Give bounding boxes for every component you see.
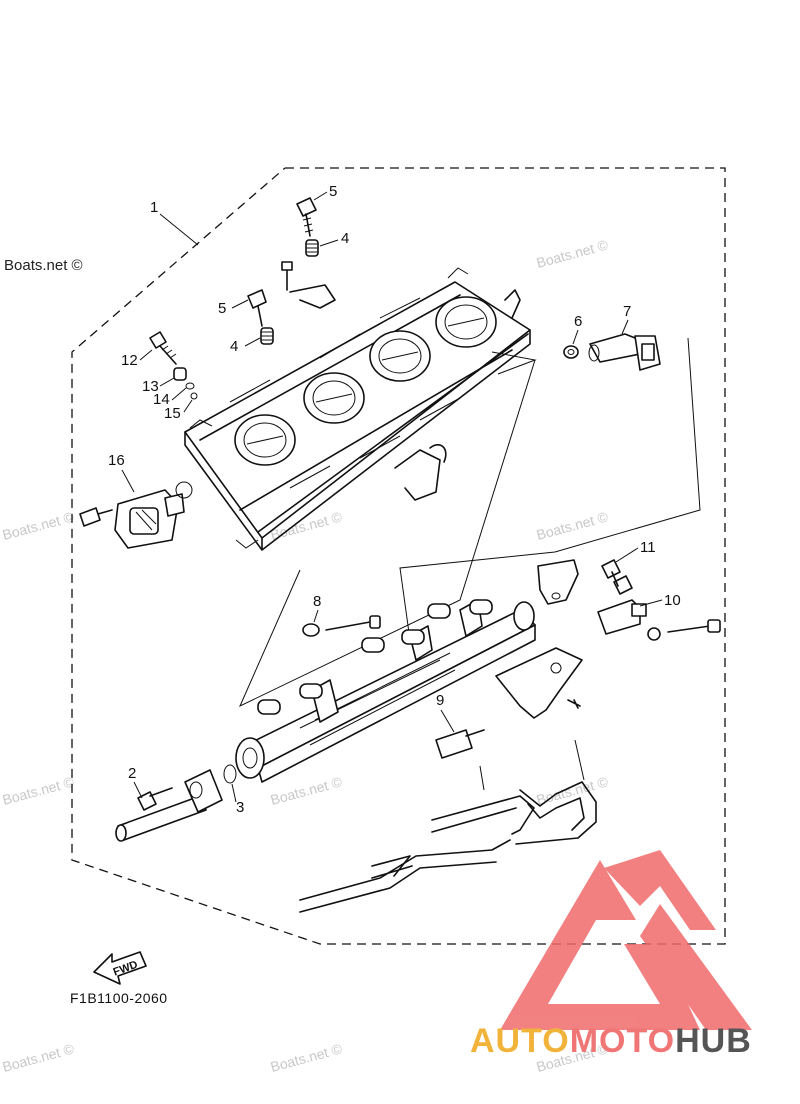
throttle-position-sensor <box>79 481 193 549</box>
brand-moto: MOTO <box>570 1022 675 1060</box>
injector-seals <box>257 599 493 715</box>
callout-5-mid: 5 <box>218 300 226 317</box>
callout-9: 9 <box>436 692 444 709</box>
spring-small <box>173 367 187 381</box>
brand-wordmark: AUTOMOTOHUB <box>470 1022 752 1060</box>
callouts: 1 2 3 4 4 5 5 6 7 8 9 10 11 12 13 14 15 … <box>108 183 681 816</box>
screw-11 <box>601 559 633 595</box>
spring-mid <box>260 327 274 345</box>
screw-mid <box>247 289 267 327</box>
leader-line <box>238 351 537 708</box>
screw-top <box>296 197 317 237</box>
washer-small <box>185 382 195 390</box>
brand-hub: HUB <box>675 1022 752 1060</box>
watermark-boats: Boats.net © <box>535 773 611 808</box>
callout-13: 13 <box>142 378 159 395</box>
fuel-rail <box>235 599 536 783</box>
watermark-boats-left: Boats.net © <box>4 257 83 274</box>
watermark-boats: Boats.net © <box>1 773 77 808</box>
watermarks: Boats.net © Boats.net © Boats.net © Boat… <box>1 236 611 1075</box>
washer-6-hole <box>567 349 575 355</box>
watermark-boats: Boats.net © <box>269 1040 345 1075</box>
callout-2: 2 <box>128 765 136 782</box>
throttle-body <box>184 267 531 551</box>
figure-code: F1B1100-2060 <box>70 990 168 1006</box>
callout-11: 11 <box>640 539 656 556</box>
brand-auto: AUTO <box>470 1022 570 1060</box>
assembly-boundary <box>71 167 726 945</box>
callout-1: 1 <box>150 199 158 216</box>
spring-top <box>305 239 319 257</box>
washer-6 <box>563 345 579 359</box>
mount-bracket <box>495 647 583 719</box>
callout-10: 10 <box>664 592 681 609</box>
small-screw <box>281 261 293 291</box>
leader-line <box>399 337 701 641</box>
callout-14: 14 <box>153 391 170 408</box>
watermark-boats: Boats.net © <box>1 1040 77 1075</box>
fwd-arrow: FWD <box>93 951 147 985</box>
watermark-boats: Boats.net © <box>1 508 77 543</box>
watermark-boats: Boats.net © <box>535 508 611 543</box>
temperature-sensor <box>435 729 485 759</box>
o-ring-3 <box>223 764 237 784</box>
callout-8: 8 <box>313 593 321 610</box>
washer-8 <box>302 623 320 637</box>
fuel-hoses <box>299 739 597 913</box>
callout-6: 6 <box>574 313 582 330</box>
callout-4-top: 4 <box>341 230 349 247</box>
throttle-bore-2 <box>303 372 365 424</box>
throttle-bore-1 <box>234 414 296 466</box>
bolt-10 <box>667 619 721 633</box>
sensor-10 <box>597 599 647 635</box>
o-ring-small <box>190 392 198 400</box>
callout-3: 3 <box>236 799 244 816</box>
throttle-bore-3 <box>369 330 431 382</box>
callout-12: 12 <box>121 352 138 369</box>
washer-10 <box>647 627 661 641</box>
callout-5-top: 5 <box>329 183 337 200</box>
callout-4-mid: 4 <box>230 338 238 355</box>
brand-logo <box>500 850 752 1030</box>
callout-7: 7 <box>623 303 631 320</box>
bracket-11 <box>537 559 579 605</box>
watermark-boats: Boats.net © <box>269 773 345 808</box>
sensor-7 <box>588 333 661 371</box>
bolt-8 <box>325 615 381 631</box>
adjusting-screw <box>149 331 177 365</box>
callout-15: 15 <box>164 405 181 422</box>
callout-16: 16 <box>108 452 125 469</box>
throttle-bore-4 <box>435 296 497 348</box>
fuel-inlet <box>115 769 223 842</box>
watermark-boats: Boats.net © <box>535 236 611 271</box>
